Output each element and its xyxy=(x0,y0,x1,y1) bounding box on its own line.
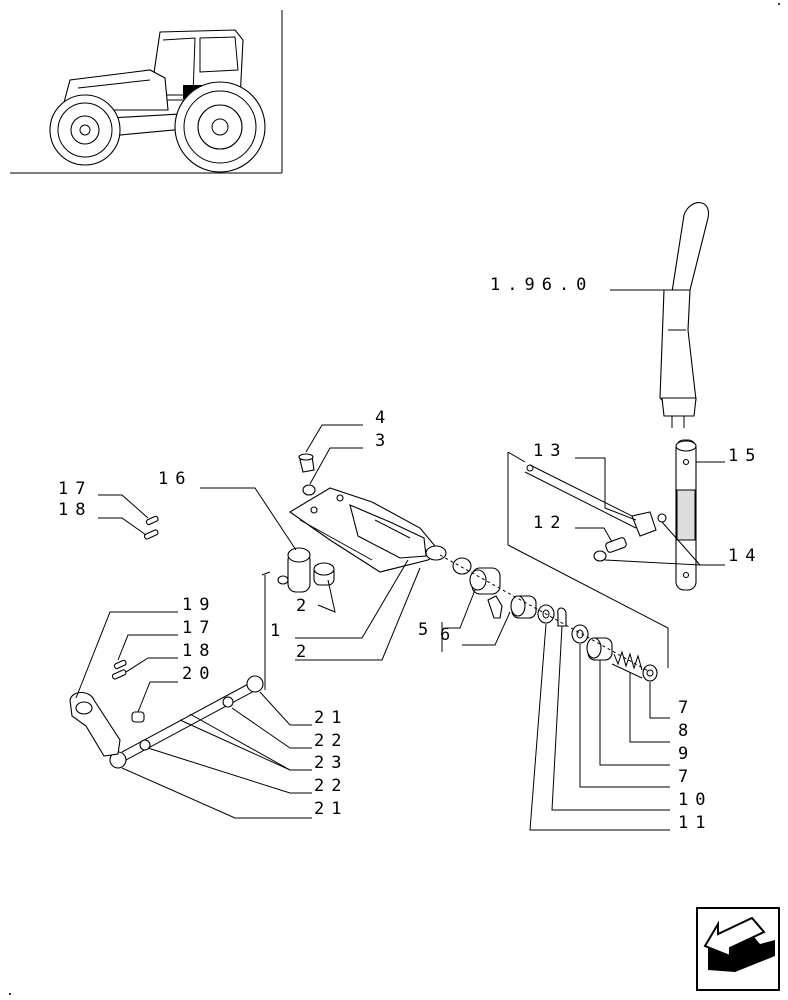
washer-part-7b xyxy=(642,664,658,682)
bracket-part-1 xyxy=(288,487,447,573)
callout-10: 10 xyxy=(678,790,712,810)
callout-7-lower: 7 xyxy=(678,767,695,787)
callout-6: 6 xyxy=(440,625,457,645)
pin-part-18 xyxy=(111,529,159,680)
pin-part-20 xyxy=(131,711,145,723)
bushing-part-5 xyxy=(452,557,501,595)
bolt-part-4 xyxy=(298,453,315,473)
lever-part-19 xyxy=(69,691,121,757)
callout-14: 14 xyxy=(728,546,762,566)
reference-label: 1.96.0 xyxy=(490,275,593,295)
spring-part-8 xyxy=(611,650,643,679)
callout-13: 13 xyxy=(533,441,567,461)
callout-19: 19 xyxy=(182,595,216,615)
callout-labels: 4 3 16 17 18 13 15 12 14 2 1 2 5 6 19 17… xyxy=(58,408,762,833)
callout-9: 9 xyxy=(678,744,695,764)
ball-joint-part-22 xyxy=(139,696,234,751)
tractor-thumbnail xyxy=(10,10,283,174)
callout-16: 16 xyxy=(158,469,192,489)
callout-4: 4 xyxy=(375,408,392,428)
callout-15: 15 xyxy=(728,446,762,466)
callout-22-upper: 22 xyxy=(314,731,348,751)
bushing-part-16 xyxy=(277,547,311,593)
callout-2-lower: 2 xyxy=(296,642,313,662)
navigate-back-icon[interactable] xyxy=(696,907,780,991)
callout-18: 18 xyxy=(58,500,92,520)
rod-part-13 xyxy=(524,464,667,537)
callout-5: 5 xyxy=(418,620,435,640)
bushing-part-9 xyxy=(586,637,613,661)
clip-part-6 xyxy=(487,595,503,619)
callout-1: 1 xyxy=(270,621,287,641)
callout-22-lower: 22 xyxy=(314,776,348,796)
callout-18-lower: 18 xyxy=(182,641,216,661)
bushing-part-10 xyxy=(510,595,537,619)
pin-part-17 xyxy=(113,515,159,670)
washer-part-3 xyxy=(302,484,316,496)
pin-part-12 xyxy=(593,537,627,562)
callout-2-upper: 2 xyxy=(296,596,313,616)
callout-21-upper: 21 xyxy=(314,708,348,728)
gear-lever-illustration xyxy=(659,202,709,428)
leader-lines xyxy=(75,424,725,831)
shaft-part-15 xyxy=(675,439,697,591)
callout-17: 17 xyxy=(58,479,92,499)
callout-20: 20 xyxy=(182,664,216,684)
callout-3: 3 xyxy=(375,431,392,451)
clip-part-10b xyxy=(557,607,567,627)
callout-21-lower: 21 xyxy=(314,799,348,819)
washer-part-7 xyxy=(571,624,589,644)
callout-7-upper: 7 xyxy=(678,698,695,718)
callout-17-lower: 17 xyxy=(182,618,216,638)
callout-11: 11 xyxy=(678,813,712,833)
callout-23: 23 xyxy=(314,753,348,773)
callout-8: 8 xyxy=(678,721,695,741)
callout-12: 12 xyxy=(533,513,567,533)
bushing-part-2 xyxy=(313,562,335,586)
